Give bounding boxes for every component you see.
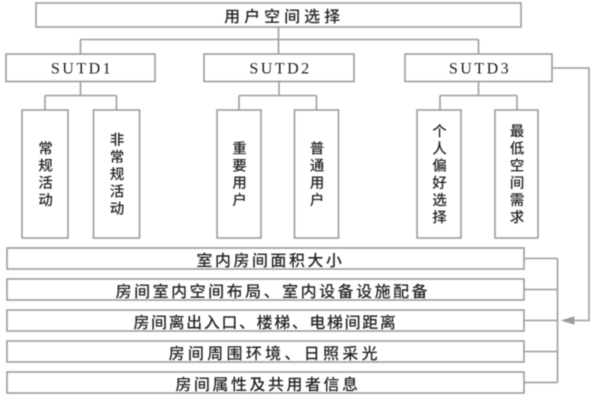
svg-text:SUTD1: SUTD1 [51,61,113,78]
svg-text:SUTD2: SUTD2 [249,61,311,78]
svg-text:SUTD3: SUTD3 [449,61,511,78]
